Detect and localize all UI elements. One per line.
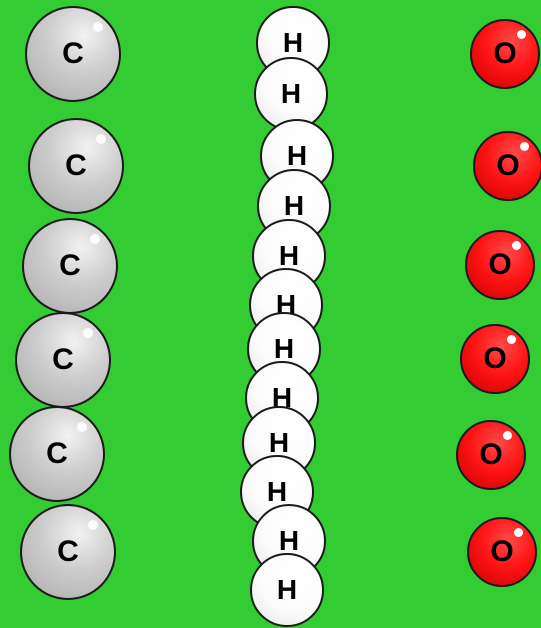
atom-symbol: H bbox=[275, 289, 297, 320]
atom-symbol: C bbox=[46, 437, 68, 470]
atom-symbol: O bbox=[488, 248, 512, 281]
atom-symbol: O bbox=[496, 149, 520, 182]
atom-symbol: C bbox=[62, 37, 84, 70]
highlight-shine bbox=[304, 69, 312, 77]
oxygen-atom[interactable]: O bbox=[473, 131, 541, 201]
oxygen-atom[interactable]: O bbox=[465, 230, 535, 300]
atom-symbol: O bbox=[479, 438, 503, 471]
highlight-shine bbox=[517, 30, 526, 39]
atom-symbol: H bbox=[283, 190, 305, 221]
atom-symbol: H bbox=[273, 333, 295, 364]
hydrogen-atom[interactable]: H bbox=[250, 553, 324, 627]
carbon-atom[interactable]: C bbox=[15, 312, 111, 408]
highlight-shine bbox=[310, 131, 318, 139]
atom-symbol: O bbox=[483, 342, 507, 375]
highlight-shine bbox=[307, 181, 315, 189]
highlight-shine bbox=[292, 418, 300, 426]
highlight-shine bbox=[297, 324, 305, 332]
highlight-shine bbox=[90, 234, 100, 244]
highlight-shine bbox=[514, 528, 523, 537]
atom-symbol: H bbox=[278, 240, 300, 271]
highlight-shine bbox=[93, 22, 103, 32]
carbon-atom[interactable]: C bbox=[9, 406, 105, 502]
highlight-shine bbox=[299, 280, 307, 288]
highlight-shine bbox=[520, 142, 529, 151]
atom-symbol: H bbox=[266, 476, 288, 507]
oxygen-atom[interactable]: O bbox=[467, 517, 537, 587]
atom-symbol: O bbox=[493, 37, 517, 70]
highlight-shine bbox=[512, 241, 521, 250]
oxygen-atom[interactable]: O bbox=[460, 324, 530, 394]
highlight-shine bbox=[507, 335, 516, 344]
highlight-shine bbox=[302, 516, 310, 524]
highlight-shine bbox=[306, 18, 314, 26]
atom-symbol: C bbox=[65, 149, 87, 182]
atom-symbol: H bbox=[282, 27, 304, 58]
atom-symbol: H bbox=[280, 78, 302, 109]
highlight-shine bbox=[77, 422, 87, 432]
highlight-shine bbox=[83, 328, 93, 338]
highlight-shine bbox=[503, 431, 512, 440]
atom-symbol: H bbox=[286, 140, 308, 171]
oxygen-atom[interactable]: O bbox=[470, 19, 540, 89]
highlight-shine bbox=[300, 565, 308, 573]
atom-symbol: C bbox=[52, 343, 74, 376]
carbon-atom[interactable]: C bbox=[28, 118, 124, 214]
atom-symbol: O bbox=[490, 535, 514, 568]
highlight-shine bbox=[290, 467, 298, 475]
carbon-atom[interactable]: C bbox=[25, 6, 121, 102]
atom-symbol: C bbox=[57, 535, 79, 568]
carbon-atom[interactable]: C bbox=[22, 218, 118, 314]
highlight-shine bbox=[96, 134, 106, 144]
carbon-atom[interactable]: C bbox=[20, 504, 116, 600]
atom-symbol: H bbox=[271, 382, 293, 413]
highlight-shine bbox=[295, 373, 303, 381]
atom-symbol: C bbox=[59, 249, 81, 282]
atom-symbol: H bbox=[276, 574, 298, 605]
highlight-shine bbox=[88, 520, 98, 530]
atom-symbol: H bbox=[278, 525, 300, 556]
oxygen-atom[interactable]: O bbox=[456, 420, 526, 490]
highlight-shine bbox=[302, 231, 310, 239]
atom-symbol: H bbox=[268, 427, 290, 458]
